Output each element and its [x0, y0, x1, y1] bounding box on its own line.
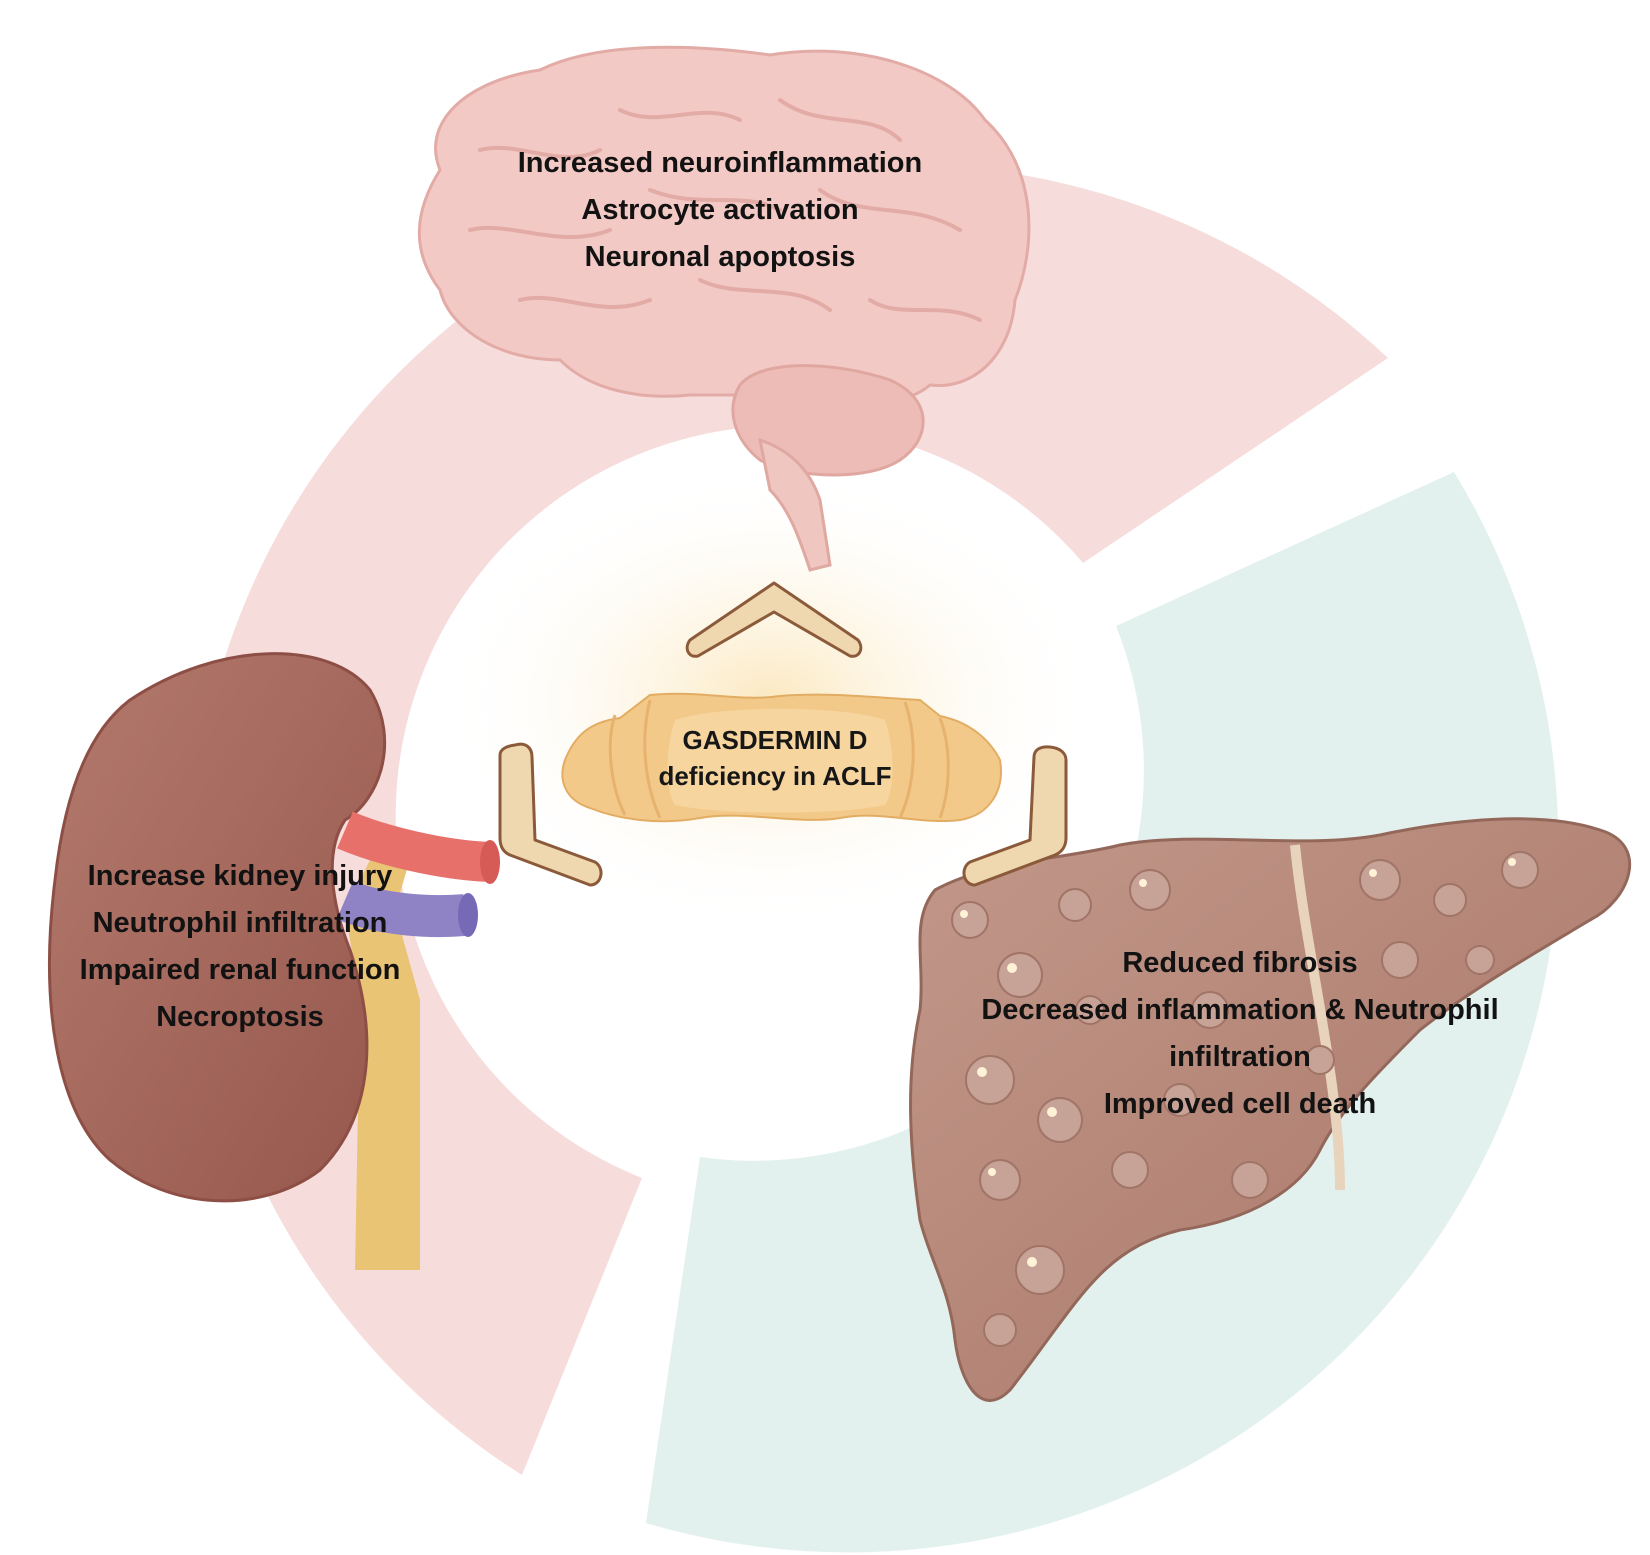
kidney-effect-3: Impaired renal function [79, 954, 401, 986]
kidney-effect-1: Increase kidney injury [87, 860, 393, 892]
brain-effect-1: Increased neuroinflammation [517, 147, 923, 179]
liver-illustration [909, 817, 1631, 1402]
arrow-to-liver [962, 745, 1068, 887]
center-gasdermin-label: GASDERMIN D deficiency in ACLF [595, 722, 955, 794]
liver-effect-1: Reduced fibrosis [1122, 947, 1358, 979]
arrow-to-brain [685, 581, 863, 658]
kidney-effect-2: Neutrophil infiltration [92, 907, 388, 939]
kidney-effects-text: Increase kidney injury Neutrophil infilt… [40, 853, 440, 1041]
brain-effects-text: Increased neuroinflammation Astrocyte ac… [420, 140, 1020, 281]
brain-effect-2: Astrocyte activation [581, 194, 859, 226]
center-line-1: GASDERMIN D [682, 725, 868, 755]
pink-ring-band [190, 164, 1389, 1476]
liver-effects-text: Reduced fibrosis Decreased inflammation … [920, 940, 1560, 1128]
kidney-effect-4: Necroptosis [156, 1001, 324, 1033]
brain-illustration [417, 45, 1031, 572]
kidney-illustration [48, 652, 500, 1270]
center-line-2: deficiency in ACLF [658, 761, 892, 791]
liver-effect-2: Decreased inflammation & Neutrophil [981, 994, 1499, 1026]
brain-effect-3: Neuronal apoptosis [584, 241, 856, 273]
liver-effect-4: Improved cell death [1103, 1088, 1377, 1120]
liver-effect-3: infiltration [1169, 1041, 1311, 1073]
arrow-to-kidney [498, 742, 603, 887]
gasdermin-protein [561, 692, 1002, 823]
